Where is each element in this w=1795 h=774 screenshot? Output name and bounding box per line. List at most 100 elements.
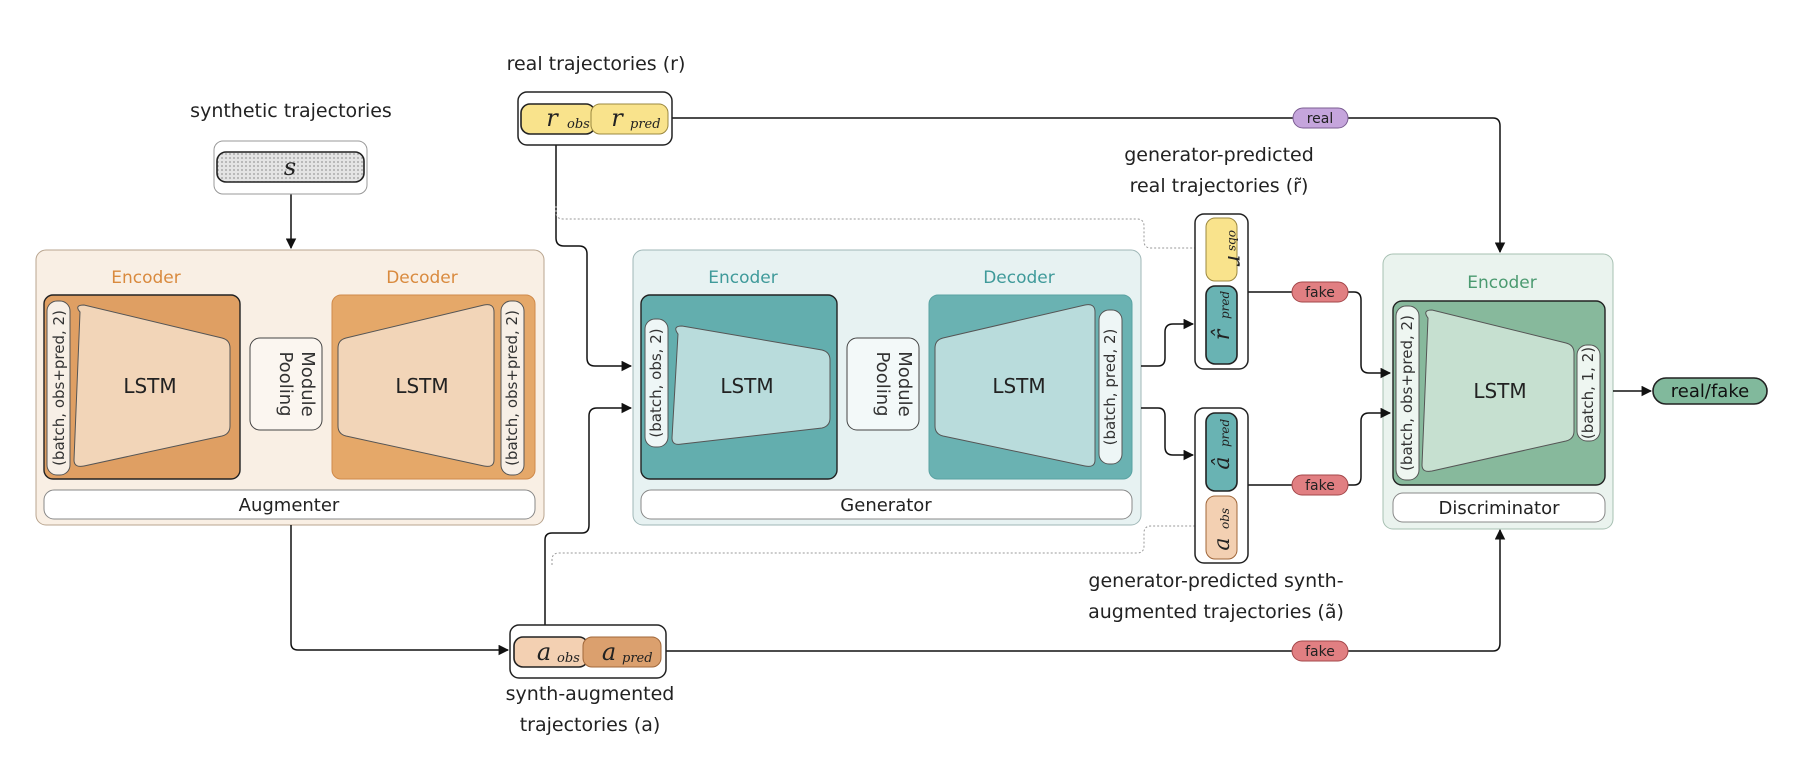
- dotted-robs-to-rhat-obs: [555, 206, 1203, 248]
- augmenter-encoder-title: Encoder: [111, 268, 181, 288]
- augmenter-output-shape-pill: [500, 300, 525, 476]
- gen-pred-real-label-2: real trajectories (r̃): [1130, 175, 1309, 197]
- discriminator-encoder-title: Encoder: [1467, 273, 1537, 293]
- generator-decoder-lstm: [934, 304, 1096, 467]
- augmenter-decoder-lstm-label: LSTM: [395, 374, 448, 398]
- connectors: [285, 117, 1653, 656]
- generator-name-bar: [640, 489, 1133, 520]
- arrow-generator-to-ahat: [1141, 407, 1195, 461]
- augmenter-pooling-module: [249, 337, 323, 431]
- augmenter-block: Encoder Decoder (batch, obs+pred, 2) LST…: [35, 249, 545, 526]
- gen-pred-real-label-1: generator-predicted: [1124, 144, 1314, 166]
- synthetic-trajectories-label: synthetic trajectories: [190, 100, 392, 122]
- fake-tag-mid-label: fake: [1305, 478, 1335, 494]
- ahat-obs-sub: obs: [1218, 508, 1232, 529]
- real-trajectory-group: real trajectories (r) r obs r pred: [507, 53, 686, 146]
- gen-pred-synth-label-2: augmented trajectories (ã): [1088, 601, 1344, 623]
- synth-augmented-label-1: synth-augmented: [506, 683, 675, 705]
- generator-encoder-title: Encoder: [708, 268, 778, 288]
- discriminator-input-shape-pill: [1395, 305, 1420, 481]
- r-pred-token: [590, 103, 669, 135]
- fake-tag-mid-pill: [1291, 474, 1349, 496]
- r-pred-sub: pred: [630, 117, 661, 132]
- generator-input-shape: (batch, obs, 2): [647, 328, 665, 437]
- arrow-aobs-to-generator: [544, 402, 633, 628]
- real-tag-label: real: [1307, 111, 1334, 127]
- fake-tag-bottom-label: fake: [1305, 644, 1335, 660]
- synth-augmented-label-2: trajectories (a): [520, 714, 661, 736]
- arrow-robs-to-generator: [555, 130, 633, 372]
- rhat-pred-sub: pred: [1218, 290, 1232, 319]
- synthetic-trajectory-group: synthetic trajectories s: [190, 100, 392, 195]
- r-obs-label: r: [546, 104, 559, 132]
- a-pred-label: a: [602, 638, 616, 666]
- r-obs-sub: obs: [567, 117, 590, 132]
- discriminator-lstm: [1421, 309, 1575, 472]
- augmented-trajectory-group: a obs a pred synth-augmented trajectorie…: [506, 624, 675, 736]
- a-pred-sub: pred: [622, 651, 653, 666]
- dotted-aobs-to-ahat-obs: [551, 526, 1203, 565]
- real-tag-pill: [1292, 107, 1349, 129]
- generator-input-shape-pill: [644, 318, 669, 448]
- gen-pred-synth-label-1: generator-predicted synth-: [1088, 570, 1343, 592]
- fake-tag-bottom-pill: [1291, 640, 1349, 662]
- generator-predicted-real-group: generator-predicted real trajectories (r…: [1124, 144, 1314, 370]
- arrow-ahat-to-discriminator: [1248, 407, 1392, 486]
- output-pill: [1652, 377, 1768, 405]
- ahat-pred-sub: pred: [1218, 418, 1232, 447]
- generator-decoder-lstm-label: LSTM: [992, 374, 1045, 398]
- arrow-augmenter-to-a: [290, 525, 510, 656]
- rhat-pred-label: r̂: [1210, 328, 1235, 340]
- generator-pooling-module: [846, 337, 920, 431]
- real-tag: real: [1292, 107, 1349, 129]
- rhat-obs-label: r: [1222, 255, 1247, 267]
- generator-output-shape: (batch, pred, 2): [1101, 329, 1119, 446]
- generator-decoder-title: Decoder: [983, 268, 1055, 288]
- dotted-connectors: [551, 206, 1203, 565]
- a-obs-sub: obs: [557, 651, 580, 666]
- arrow-a-to-discriminator: [666, 528, 1506, 652]
- discriminator-input-shape: (batch, obs+pred, 2): [1398, 315, 1416, 471]
- fake-tag-top-pill: [1291, 281, 1349, 303]
- augmenter-decoder-lstm: [337, 304, 495, 467]
- fake-tag-mid: fake: [1291, 474, 1349, 496]
- augmenter-pooling-label-2: Module: [297, 351, 318, 416]
- a-obs-label: a: [537, 638, 551, 666]
- augmenter-name: Augmenter: [239, 495, 340, 516]
- arrow-generator-to-rhat: [1141, 318, 1195, 367]
- augmenter-input-shape-pill: [46, 300, 71, 476]
- rhat-obs-token: [1205, 217, 1238, 282]
- generator-output-shape-pill: [1098, 309, 1123, 465]
- rhat-pred-token: [1205, 285, 1238, 365]
- augmenter-decoder-title: Decoder: [386, 268, 458, 288]
- output-node: real/fake: [1652, 377, 1768, 405]
- fake-tag-bottom: fake: [1291, 640, 1349, 662]
- discriminator-name-bar: [1392, 492, 1606, 523]
- arrow-rhat-to-discriminator: [1248, 291, 1392, 379]
- discriminator-output-shape-pill: [1576, 344, 1601, 442]
- arrow-r-to-discriminator: [672, 117, 1506, 254]
- augmenter-output-shape: (batch, obs+pred, 2): [503, 310, 521, 466]
- generator-pooling-label-2: Module: [894, 351, 915, 416]
- generator-predicted-augmented-group: â pred a obs generator-predicted synth-…: [1088, 407, 1344, 623]
- augmenter-input-shape: (batch, obs+pred, 2): [50, 310, 68, 466]
- s-token: [216, 151, 365, 183]
- generator-encoder-lstm-label: LSTM: [720, 374, 773, 398]
- generator-pooling-label-1: Pooling: [872, 351, 893, 416]
- ahat-obs-token: [1205, 495, 1238, 560]
- ahat-obs-label: a: [1210, 537, 1235, 550]
- a-pred-token: [582, 636, 662, 668]
- generator-name: Generator: [840, 495, 932, 516]
- discriminator-output-shape: (batch, 1, 2): [1579, 347, 1597, 439]
- discriminator-lstm-label: LSTM: [1473, 379, 1526, 403]
- s-token-label: s: [284, 153, 296, 181]
- augmenter-pooling-label-1: Pooling: [275, 351, 296, 416]
- real-trajectories-label: real trajectories (r): [507, 53, 686, 75]
- augmenter-name-bar: [43, 489, 536, 520]
- augmenter-encoder-lstm: [73, 304, 231, 467]
- rhat-obs-sub: obs: [1226, 230, 1240, 251]
- r-pred-label: r: [611, 104, 624, 132]
- ahat-pred-label: â: [1210, 456, 1235, 469]
